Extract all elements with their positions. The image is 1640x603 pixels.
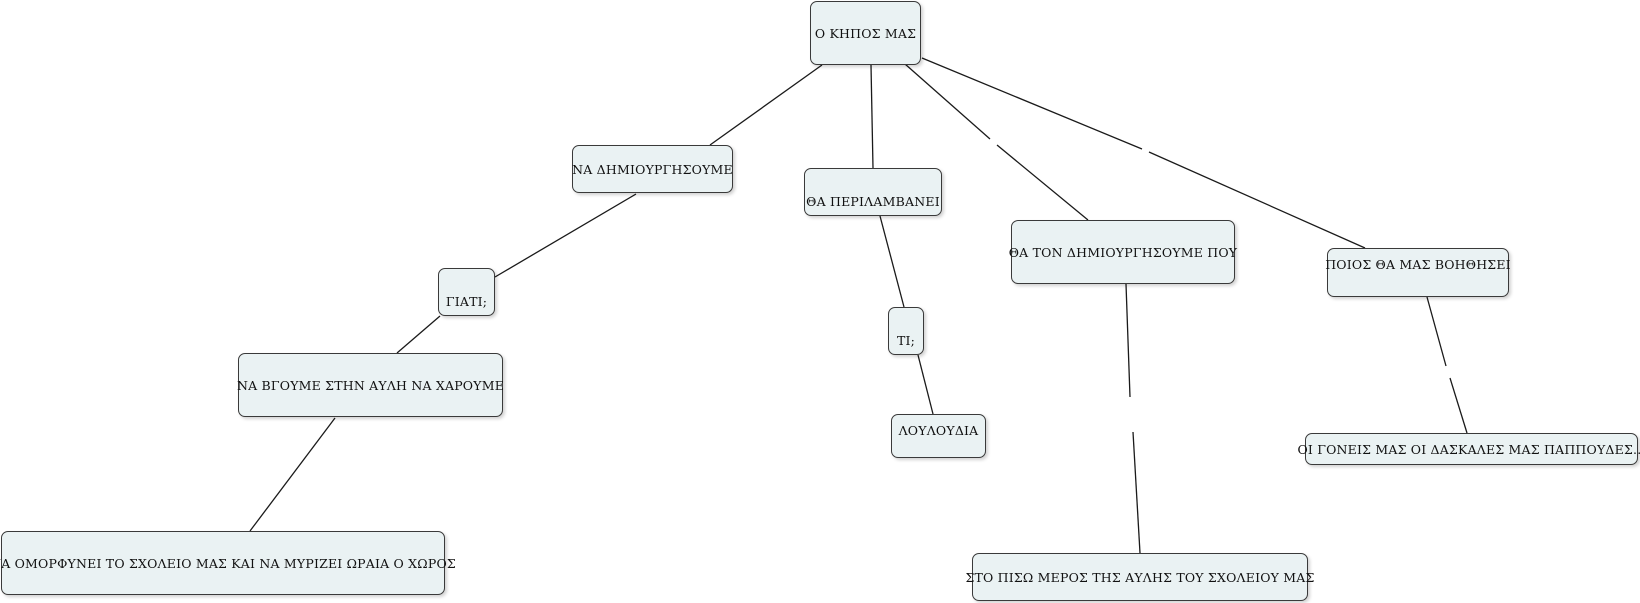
- link-root-create: [709, 64, 823, 146]
- link-who-helpers-a: [1426, 296, 1447, 367]
- link-include-what: [879, 215, 905, 308]
- node-root[interactable]: Ο ΚΗΠΟΣ ΜΑΣ: [810, 1, 921, 65]
- node-who[interactable]: ΠΟΙΟΣ ΘΑ ΜΑΣ ΒΟΗΘΗΣΕΙ: [1325, 248, 1511, 297]
- node-create[interactable]: ΝΑ ΔΗΜΙΟΥΡΓΗΣΟΥΜΕ: [572, 145, 733, 193]
- node-who-label: ΠΟΙΟΣ ΘΑ ΜΑΣ ΒΟΗΘΗΣΕΙ: [1325, 257, 1511, 272]
- link-root-who-a: [921, 57, 1143, 150]
- link-root-where-b: [996, 144, 1089, 221]
- node-back-yard[interactable]: ΣΤΟ ΠΙΣΩ ΜΕΡΟΣ ΤΗΣ ΑΥΛΗΣ ΤΟΥ ΣΧΟΛΕΙΟΥ ΜΑ…: [965, 553, 1314, 601]
- link-goout-beautify: [249, 417, 336, 532]
- node-create-label: ΝΑ ΔΗΜΙΟΥΡΓΗΣΟΥΜΕ: [572, 161, 733, 177]
- node-why[interactable]: ΓΙΑΤΙ;: [438, 268, 495, 316]
- link-create-why: [494, 193, 637, 278]
- node-what[interactable]: ΤΙ;: [888, 307, 924, 355]
- node-include[interactable]: ΘΑ ΠΕΡΙΛΑΜΒΑΝΕΙ: [804, 168, 942, 216]
- node-where[interactable]: ΘΑ ΤΟΝ ΔΗΜΙΟΥΡΓΗΣΟΥΜΕ ΠΟΥ: [1008, 220, 1238, 284]
- node-beautify[interactable]: ΝΑ ΟΜΟΡΦΥΝΕΙ ΤΟ ΣΧΟΛΕΙΟ ΜΑΣ ΚΑΙ ΝΑ ΜΥΡΙΖ…: [0, 531, 456, 595]
- node-helpers[interactable]: ΟΙ ΓΟΝΕΙΣ ΜΑΣ ΟΙ ΔΑΣΚΑΛΕΣ ΜΑΣ ΠΑΠΠΟΥΔΕΣ.…: [1297, 433, 1640, 465]
- node-helpers-label: ΟΙ ΓΟΝΕΙΣ ΜΑΣ ΟΙ ΔΑΣΚΑΛΕΣ ΜΑΣ ΠΑΠΠΟΥΔΕΣ.…: [1297, 441, 1640, 457]
- node-beautify-label: ΝΑ ΟΜΟΡΦΥΝΕΙ ΤΟ ΣΧΟΛΕΙΟ ΜΑΣ ΚΑΙ ΝΑ ΜΥΡΙΖ…: [0, 555, 456, 571]
- link-root-where-a: [904, 63, 991, 140]
- node-go-out-label: ΝΑ ΒΓΟΥΜΕ ΣΤΗΝ ΑΥΛΗ ΝΑ ΧΑΡΟΥΜΕ: [236, 377, 505, 393]
- node-what-label: ΤΙ;: [896, 333, 916, 348]
- link-why-goout: [396, 315, 441, 354]
- node-go-out[interactable]: ΝΑ ΒΓΟΥΜΕ ΣΤΗΝ ΑΥΛΗ ΝΑ ΧΑΡΟΥΜΕ: [236, 353, 505, 417]
- link-where-back-b: [1132, 431, 1141, 554]
- node-back-yard-label: ΣΤΟ ΠΙΣΩ ΜΕΡΟΣ ΤΗΣ ΑΥΛΗΣ ΤΟΥ ΣΧΟΛΕΙΟΥ ΜΑ…: [965, 569, 1315, 585]
- node-flowers[interactable]: ΛΟΥΛΟΥΔΙΑ: [891, 414, 986, 458]
- node-root-label: Ο ΚΗΠΟΣ ΜΑΣ: [814, 25, 917, 41]
- link-what-flowers: [917, 354, 934, 415]
- link-who-helpers-b: [1449, 377, 1468, 434]
- node-where-label: ΘΑ ΤΟΝ ΔΗΜΙΟΥΡΓΗΣΟΥΜΕ ΠΟΥ: [1008, 244, 1238, 260]
- link-root-include: [870, 64, 874, 169]
- node-why-label: ΓΙΑΤΙ;: [445, 294, 488, 309]
- link-root-who-b: [1148, 151, 1366, 249]
- link-where-back-a: [1125, 283, 1131, 398]
- node-include-label: ΘΑ ΠΕΡΙΛΑΜΒΑΝΕΙ: [806, 194, 940, 209]
- node-flowers-label: ΛΟΥΛΟΥΔΙΑ: [898, 423, 979, 438]
